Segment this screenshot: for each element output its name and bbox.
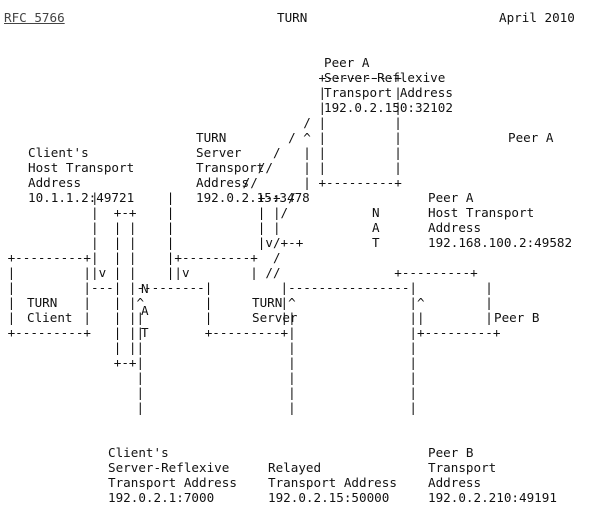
peer-a-label: Peer A bbox=[508, 130, 554, 145]
diagram-line-art: +---------+ | | | | / | | bbox=[7, 70, 501, 415]
page-date: April 2010 bbox=[499, 10, 575, 25]
peer-a-nat-label: N A T bbox=[372, 205, 380, 250]
client-nat-label: N A T bbox=[141, 281, 149, 340]
rfc-number-link[interactable]: RFC 5766 bbox=[4, 10, 65, 25]
client-host-address-label: Client's Host Transport Address 10.1.1.2… bbox=[28, 145, 135, 205]
turn-server-label: TURN Server bbox=[252, 295, 298, 325]
relayed-address-label: Relayed Transport Address 192.0.2.15:500… bbox=[268, 460, 397, 505]
page-title: TURN bbox=[277, 10, 308, 25]
peer-b-label: Peer B bbox=[494, 310, 540, 325]
peer-a-srflx-address-label: Peer A Server-Reflexive Transport Addres… bbox=[324, 55, 453, 115]
client-srflx-address-label: Client's Server-Reflexive Transport Addr… bbox=[108, 445, 237, 505]
turn-client-label: TURN Client bbox=[27, 295, 73, 325]
turn-server-address-label: TURN Server Transport Address 192.0.2.15… bbox=[196, 130, 310, 205]
peer-b-address-label: Peer B Transport Address 192.0.2.210:491… bbox=[428, 445, 557, 505]
peer-a-host-address-label: Peer A Host Transport Address 192.168.10… bbox=[428, 190, 573, 250]
